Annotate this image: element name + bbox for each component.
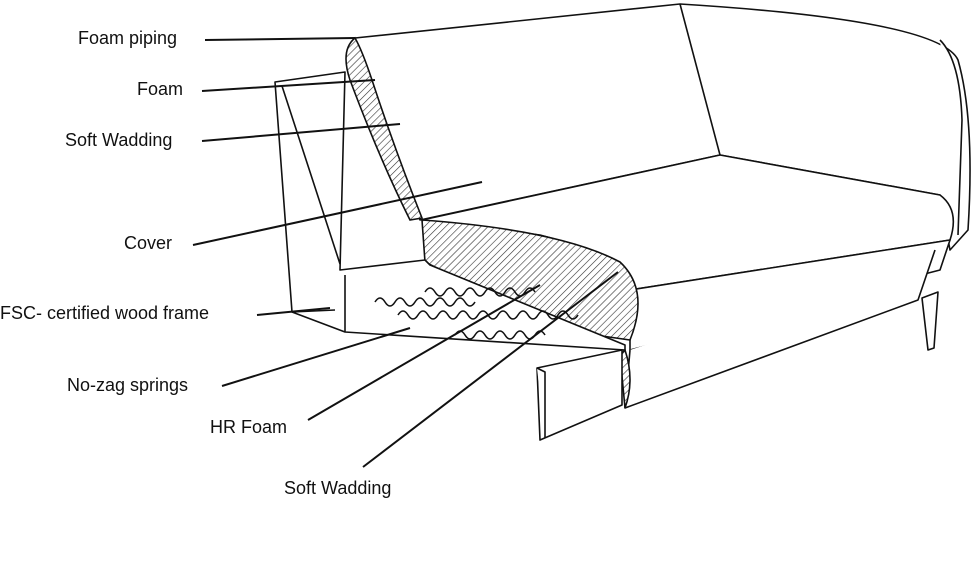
- front-board: [536, 349, 623, 441]
- label-soft-wadding-back: Soft Wadding: [65, 130, 173, 150]
- sofa-leg: [921, 291, 939, 351]
- label-soft-wadding-seat: Soft Wadding: [284, 478, 392, 498]
- label-hr-foam: HR Foam: [210, 417, 288, 437]
- label-foam-piping: Foam piping: [78, 28, 178, 48]
- seat-foam-section: [421, 219, 639, 341]
- back-foam-section: [345, 36, 424, 221]
- label-springs: No-zag springs: [67, 375, 189, 395]
- wood-frame: [274, 71, 626, 351]
- label-wood-frame: FSC- certified wood frame: [0, 303, 210, 323]
- leader-lines: [192, 37, 619, 468]
- label-foam: Foam: [137, 79, 184, 99]
- label-cover: Cover: [124, 233, 173, 253]
